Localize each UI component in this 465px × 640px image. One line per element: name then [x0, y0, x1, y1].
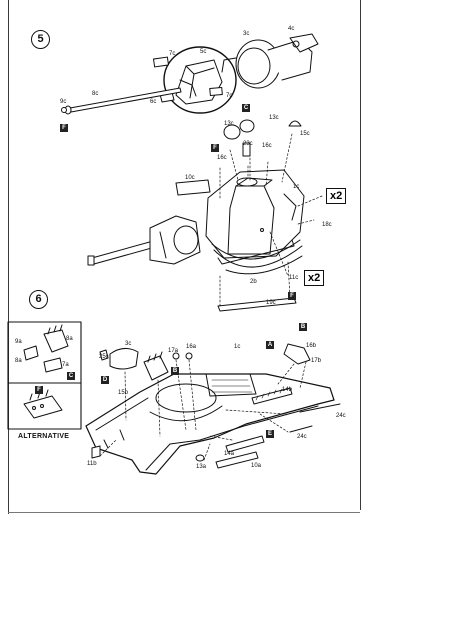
part-label: 15b — [118, 390, 129, 396]
part-label: 7c — [169, 51, 176, 57]
hull-body — [85, 373, 335, 475]
part-label: 25c — [99, 354, 109, 360]
part-label: 9c — [60, 99, 67, 105]
marker-c: C — [242, 104, 250, 112]
part-label: 2b — [250, 279, 257, 285]
part-label: 8a — [15, 358, 22, 364]
mantlet-subassembly — [153, 46, 237, 114]
part-label: 1c — [293, 184, 300, 190]
part-label: 10a — [251, 463, 262, 469]
side-rail-part — [217, 297, 297, 312]
part-label: 8a — [66, 336, 73, 342]
part-label: 7c — [226, 93, 233, 99]
part-label: 3c — [243, 31, 250, 37]
part-label: 10c — [185, 175, 195, 181]
turret-gun-and-mantlet — [87, 215, 201, 266]
part-label: 5c — [200, 49, 207, 55]
part-label: 16b — [306, 343, 317, 349]
part-label: 11c — [289, 275, 299, 281]
marker-f: F — [35, 386, 43, 394]
scan-edge-left — [8, 0, 10, 514]
marker-f: F — [211, 144, 219, 152]
part-label: 16c — [217, 155, 227, 161]
turret-bottom-ring — [217, 239, 303, 275]
step5-dashed-guides — [219, 133, 323, 307]
multiplier-text: x2 — [330, 190, 343, 202]
marker-a: A — [266, 341, 274, 349]
marker-b: B — [171, 367, 179, 375]
multiplier-text: x2 — [308, 272, 321, 284]
part-label: 7a — [62, 362, 69, 368]
top-panel-part — [175, 179, 211, 196]
gun-barrel-part — [61, 87, 182, 115]
hull-small-parts — [91, 343, 341, 469]
scan-edge-bottom — [8, 512, 360, 513]
part-label: 23c — [243, 141, 253, 147]
quantity-multiplier: x2 — [326, 188, 347, 204]
part-label: 14a — [224, 451, 235, 457]
part-label: 16c — [262, 143, 272, 149]
part-label: 6c — [150, 99, 157, 105]
part-label: 13a — [196, 464, 207, 470]
part-label: 1c — [234, 344, 241, 350]
marker-f: F — [288, 292, 296, 300]
quantity-multiplier: x2 — [304, 270, 325, 286]
marker-d: D — [101, 376, 109, 384]
turret-body — [205, 169, 305, 268]
marker-f: F — [60, 124, 68, 132]
alternative-label: ALTERNATIVE — [18, 433, 70, 440]
step-number-6: 6 — [29, 290, 48, 309]
part-label: 15c — [300, 131, 310, 137]
marker-b: B — [299, 323, 307, 331]
part-label: 8c — [92, 91, 99, 97]
part-label: 17a — [168, 348, 179, 354]
part-label: 11b — [87, 461, 97, 467]
part-label: 24c — [336, 413, 346, 419]
part-label: 19c — [266, 300, 276, 306]
part-label: 13c — [224, 121, 234, 127]
part-label: 4c — [288, 26, 295, 32]
mantlet-cover-parts — [221, 33, 319, 89]
hatch-parts — [223, 119, 302, 157]
part-label: 18c — [322, 222, 332, 228]
marker-c: C — [67, 372, 75, 380]
part-label: 16a — [186, 344, 197, 350]
part-label: 17b — [311, 358, 322, 364]
part-label: 9a — [15, 339, 22, 345]
step-number-5: 5 — [31, 30, 50, 49]
inset-box — [7, 321, 82, 430]
part-label: 24c — [297, 434, 307, 440]
marker-e: E — [266, 430, 274, 438]
part-label: 13c — [269, 115, 279, 121]
scan-edge-right — [360, 0, 362, 510]
part-label: 14b — [282, 387, 293, 393]
part-label: 3c — [125, 341, 132, 347]
